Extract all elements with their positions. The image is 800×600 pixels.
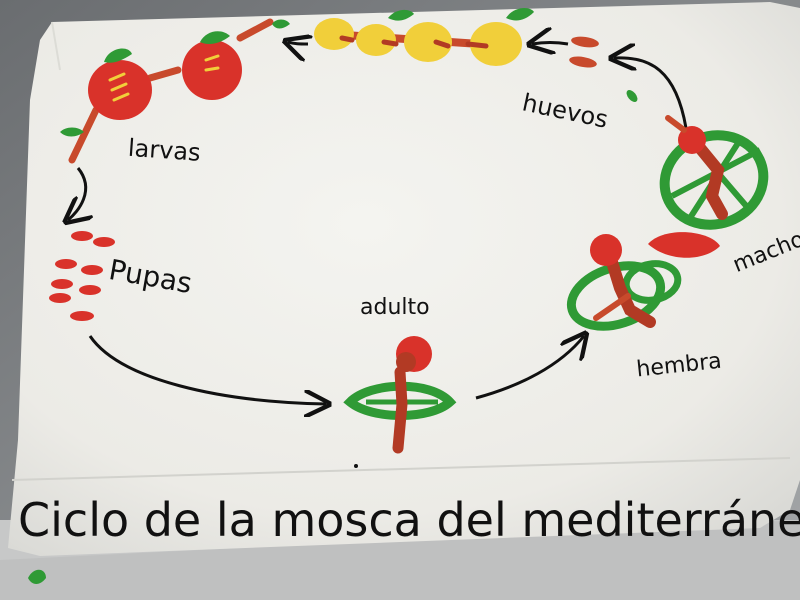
- tray-rim: [0, 520, 800, 600]
- female-fly-clay: [566, 232, 720, 331]
- arrow-larvae-to-pupae: [68, 167, 86, 220]
- poster-title: Ciclo de la mosca del mediterráneo: [18, 493, 800, 547]
- paper-fold-line: [11, 457, 791, 481]
- arrow-adult-to-female: [475, 336, 584, 400]
- arrow-pupae-to-adult: [88, 335, 326, 404]
- paper-sheet: [8, 2, 800, 556]
- pupae-clay: [49, 231, 115, 321]
- male-fly-clay: [659, 115, 769, 230]
- arrow-to-eggs: [614, 58, 688, 129]
- ink-dot: [354, 464, 358, 468]
- label-larvas: larvas: [127, 134, 201, 167]
- adult-fly-clay: [343, 336, 457, 454]
- eggs-clay: [569, 36, 638, 102]
- larvae-fruit-clay: [60, 18, 290, 164]
- yellow-fruit-clay: [314, 8, 534, 66]
- arrow-eggs-to-fruit: [532, 43, 569, 45]
- green-clay-scrap: [28, 569, 46, 584]
- arrow-fruit-to-larvae: [288, 42, 308, 44]
- paper-crease: [51, 21, 61, 71]
- label-adulto: adulto: [360, 295, 430, 320]
